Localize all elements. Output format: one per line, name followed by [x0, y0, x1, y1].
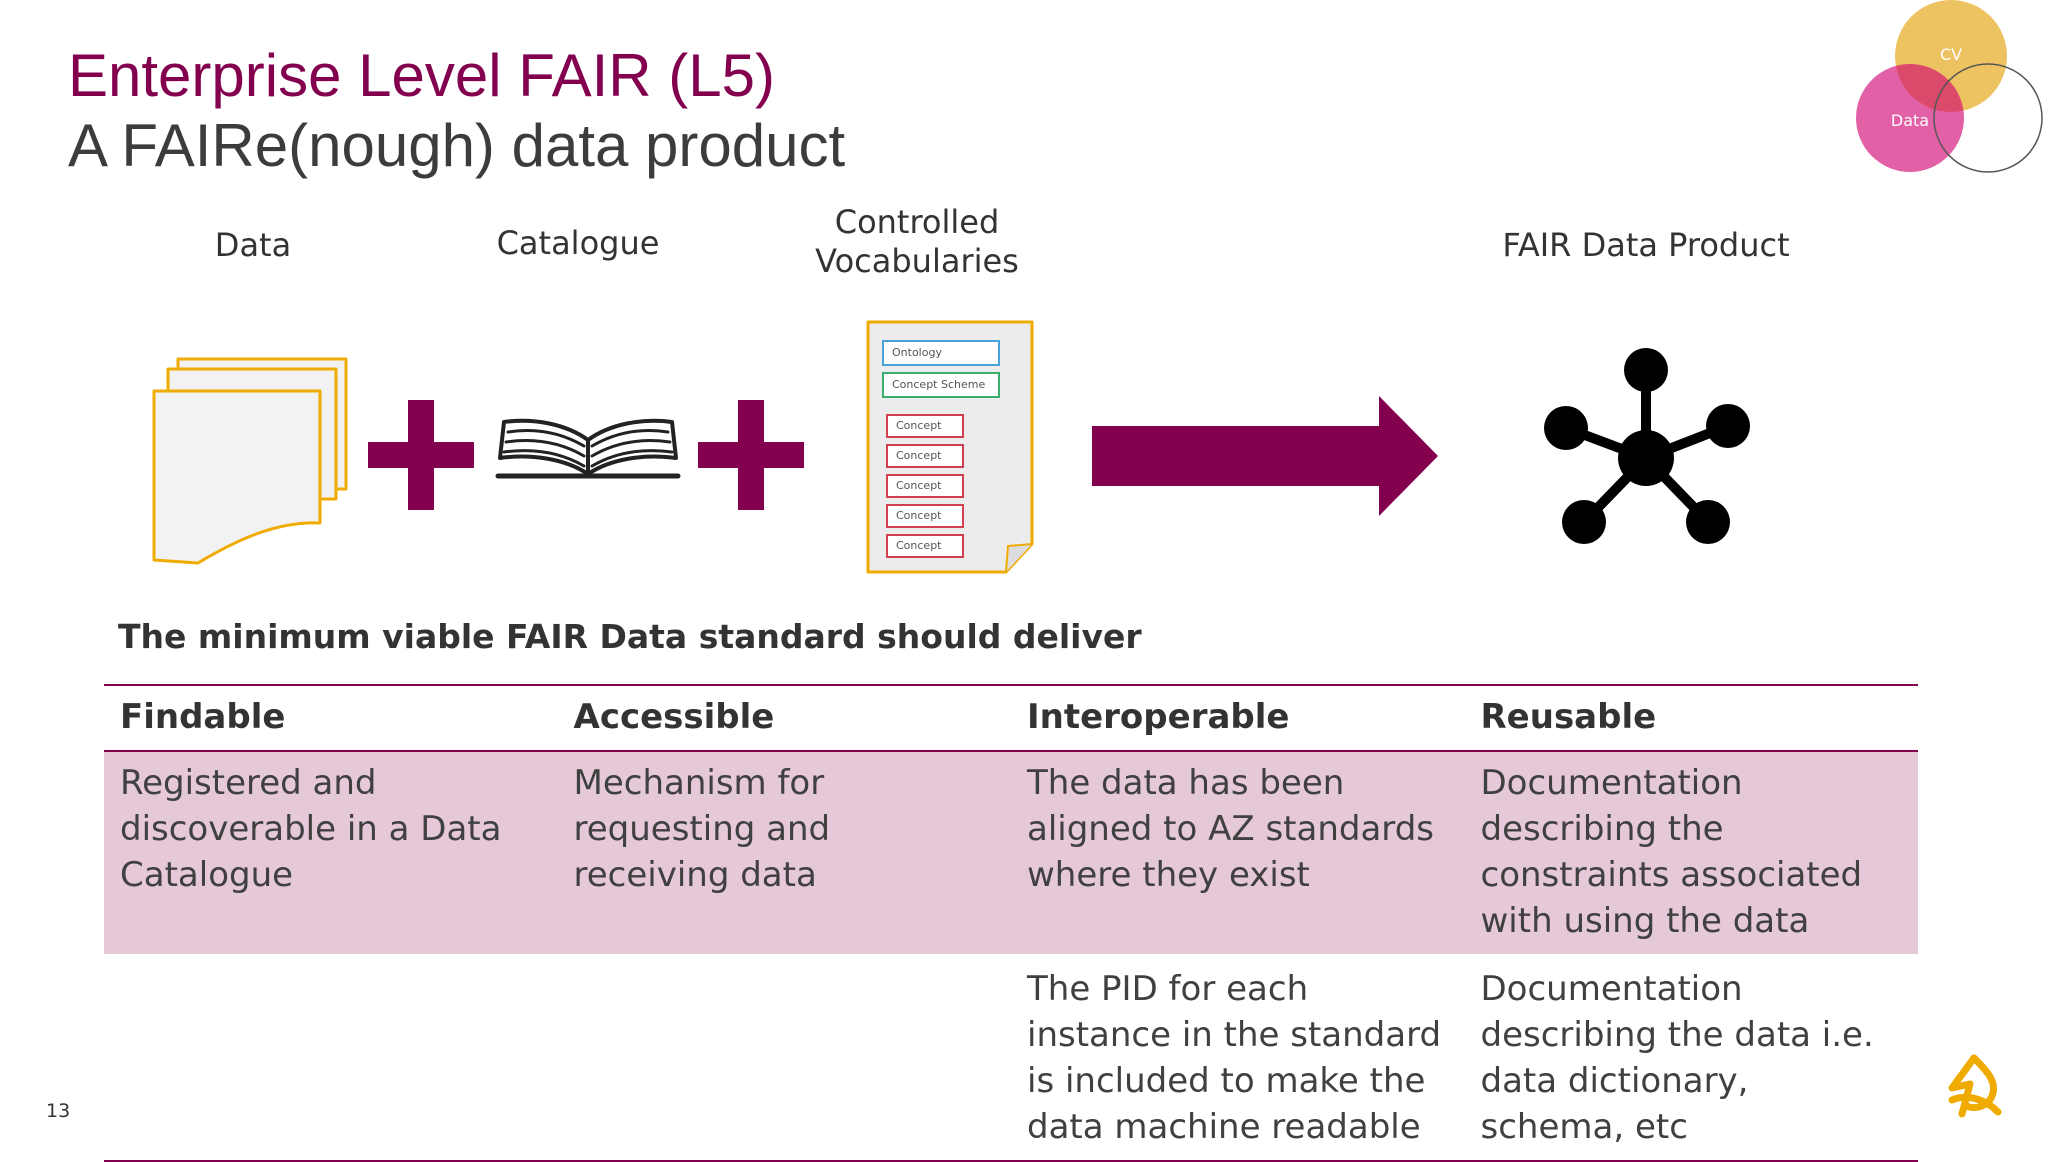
- slide-subtitle: A FAIRe(nough) data product: [68, 112, 846, 179]
- table-cell: [104, 954, 558, 1162]
- plus-icon: [698, 400, 804, 510]
- column-header-findable: Findable: [104, 684, 558, 752]
- vocabulary-document: Ontology Concept Scheme Concept Concept …: [866, 320, 1034, 574]
- vocab-item-concept: Concept: [886, 444, 964, 468]
- fair-standard-table: Findable Accessible Interoperable Reusab…: [104, 684, 1918, 1162]
- standard-heading: The minimum viable FAIR Data standard sh…: [118, 617, 1142, 656]
- table-row: The PID for each instance in the standar…: [104, 954, 1918, 1162]
- vocab-item-concept: Concept: [886, 414, 964, 438]
- table-cell: Documentation describing the data i.e. d…: [1464, 954, 1918, 1162]
- vocab-item-concept: Concept: [886, 474, 964, 498]
- brand-logo-icon: [1948, 1054, 2002, 1118]
- fair-data-product-label: FAIR Data Product: [1502, 226, 1790, 264]
- page-number: 13: [46, 1100, 71, 1122]
- plus-icon: [368, 400, 474, 510]
- column-header-reusable: Reusable: [1464, 684, 1918, 752]
- arrow-right-icon: [1092, 396, 1438, 516]
- data-label: Data: [214, 226, 292, 264]
- table-cell: The data has been aligned to AZ standard…: [1011, 751, 1465, 954]
- stacked-documents-icon: [152, 357, 348, 565]
- vocab-item-concept: Concept: [886, 504, 964, 528]
- vocab-item-ontology: Ontology: [882, 340, 1000, 366]
- table-cell: Documentation describing the constraints…: [1464, 751, 1918, 954]
- venn-diagram-icon: CV Data: [1856, 0, 2043, 173]
- vocab-item-concept: Concept: [886, 534, 964, 558]
- open-book-icon: [495, 418, 681, 479]
- table-cell: The PID for each instance in the standar…: [1011, 954, 1465, 1162]
- table-cell: Registered and discoverable in a Data Ca…: [104, 751, 558, 954]
- column-header-interoperable: Interoperable: [1011, 684, 1465, 752]
- table-row: Registered and discoverable in a Data Ca…: [104, 751, 1918, 954]
- slide-title: Enterprise Level FAIR (L5): [68, 42, 775, 109]
- venn-top-label: CV: [1940, 45, 1962, 64]
- column-header-accessible: Accessible: [557, 684, 1011, 752]
- venn-left-label: Data: [1891, 111, 1929, 130]
- network-hub-icon: [1544, 348, 1750, 544]
- table-cell: Mechanism for requesting and receiving d…: [557, 751, 1011, 954]
- table-cell: [557, 954, 1011, 1162]
- vocabularies-label: Controlled Vocabularies: [815, 203, 1019, 280]
- vocab-item-concept-scheme: Concept Scheme: [882, 372, 1000, 398]
- table-header-row: Findable Accessible Interoperable Reusab…: [104, 684, 1918, 752]
- catalogue-label: Catalogue: [496, 224, 660, 262]
